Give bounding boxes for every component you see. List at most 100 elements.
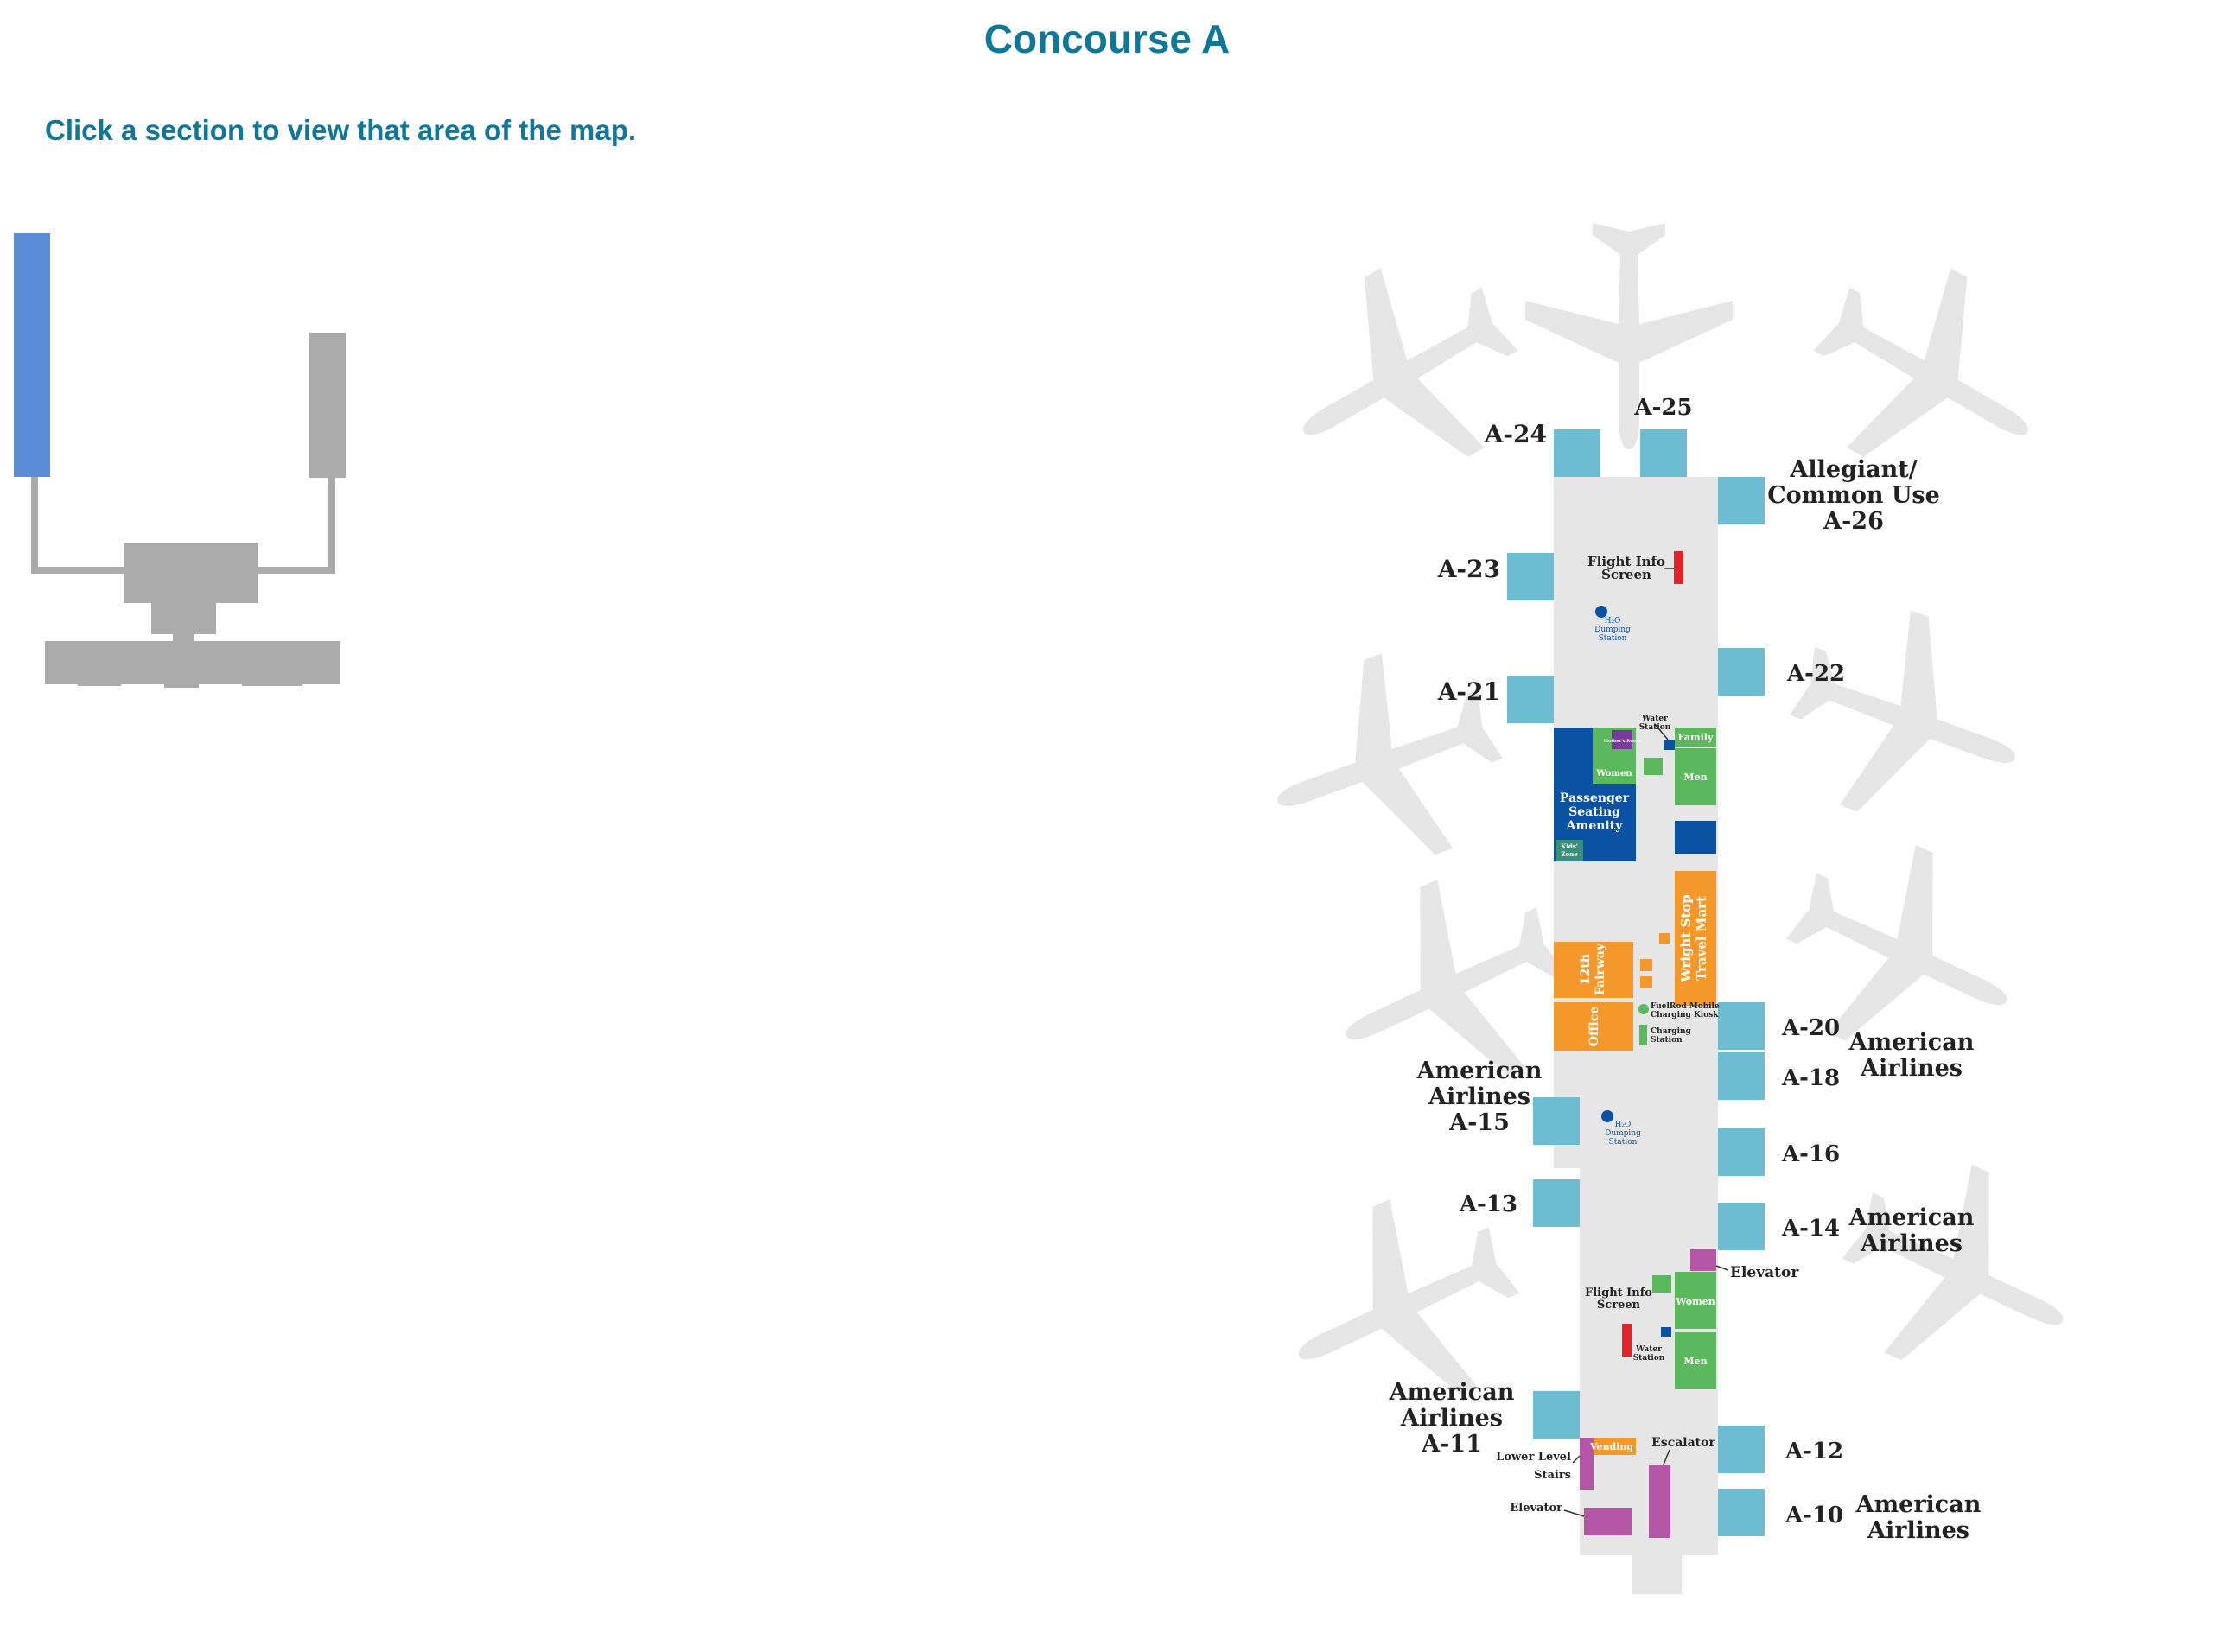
label-elevator-2: Elevator [1510, 1502, 1562, 1515]
amenity-labels-light: Family Men Women Mother's Room Passenger… [1560, 732, 1715, 1452]
charging-station-icon[interactable] [1639, 1025, 1647, 1045]
airline-label-right-1a: American [1848, 1029, 1975, 1056]
airplane-mid-left [1242, 626, 1526, 899]
gate-label-a10: A-10 [1785, 1503, 1843, 1528]
terminal-base-notch-3 [242, 681, 302, 686]
label-family: Family [1678, 732, 1714, 743]
label-water-station-2a: Water [1635, 1345, 1662, 1354]
vending-block[interactable] [1588, 1438, 1636, 1455]
terminal-base-notch-1 [78, 681, 121, 686]
men-restroom-upper[interactable] [1675, 748, 1716, 805]
airline-label-right-3b: Airlines [1867, 1517, 1969, 1544]
restroom-icon-lower [1652, 1275, 1671, 1293]
jetway-a13[interactable] [1533, 1179, 1580, 1227]
retail-icon-3 [1640, 976, 1652, 988]
gate-label-a15-line1: American [1416, 1058, 1543, 1084]
jetway-a23[interactable] [1507, 553, 1554, 600]
jetway-a22[interactable] [1718, 648, 1765, 696]
lower-amenities [1563, 1249, 1729, 1538]
jetway-a10[interactable] [1718, 1489, 1765, 1536]
retail-icon-2 [1640, 959, 1652, 971]
jetway-a20[interactable] [1718, 1002, 1765, 1050]
amenity-labels-blue: H₂O Dumping Station H₂O Dumping Station [1594, 617, 1641, 1147]
label-charging-a: Charging [1651, 1027, 1692, 1036]
label-h2o-1b: Dumping [1594, 626, 1631, 634]
gate-label-a11-line3: A-11 [1421, 1431, 1482, 1458]
minimap-walkways [31, 475, 335, 574]
blue-amenity-block[interactable] [1675, 821, 1716, 854]
airplane-top-center [1525, 223, 1733, 449]
gate-label-a26-line3: A-26 [1823, 508, 1884, 535]
wright-stop-travel-mart[interactable] [1675, 871, 1716, 1006]
elevator-leader-upper [1715, 1265, 1729, 1271]
jetway-a18[interactable] [1718, 1052, 1765, 1100]
label-passenger-seating-b: Seating [1568, 805, 1620, 819]
jetway-a15[interactable] [1533, 1097, 1580, 1145]
jetway-a16[interactable] [1718, 1128, 1765, 1176]
label-women-1: Women [1595, 769, 1632, 778]
terminal-connector [124, 543, 258, 603]
elevator-upper[interactable] [1690, 1249, 1716, 1271]
label-kids-zone-b: Zone [1561, 850, 1578, 858]
elevator-lower[interactable] [1584, 1508, 1632, 1535]
men-restroom-lower[interactable] [1675, 1332, 1716, 1389]
elevator-lower-leader [1563, 1509, 1585, 1517]
escalator-leader [1663, 1449, 1670, 1465]
minimap-section-terminal[interactable] [45, 543, 340, 688]
label-water-station-2b: Station [1633, 1354, 1665, 1363]
jetway-a14[interactable] [1718, 1203, 1765, 1250]
airline-label-right-1b: Airlines [1860, 1055, 1963, 1082]
gate-jetways[interactable] [1507, 429, 1765, 1536]
label-charging-b: Station [1651, 1036, 1683, 1045]
gate-label-a23: A-23 [1437, 555, 1500, 583]
water-station-lower[interactable] [1661, 1327, 1671, 1337]
overview-minimap [14, 233, 346, 688]
label-mothers-room: Mother's Room [1604, 739, 1642, 744]
label-office: Office [1587, 1007, 1601, 1047]
women-restroom-lower[interactable] [1675, 1272, 1716, 1329]
kids-zone-block[interactable] [1556, 840, 1583, 861]
label-lower-level-a: Lower Level [1496, 1451, 1571, 1464]
gate-label-a22: A-22 [1786, 661, 1845, 687]
label-kids-zone-a: Kids' [1561, 842, 1578, 850]
jetway-a24[interactable] [1554, 429, 1600, 477]
label-escalator: Escalator [1651, 1436, 1715, 1450]
office-block[interactable] [1554, 1002, 1633, 1051]
flight-info-screen-lower[interactable] [1622, 1324, 1632, 1357]
concourse-a-map: A-24 A-25 Allegiant/ Common Use A-26 A-2… [1242, 223, 2107, 1594]
fuelrod-kiosk-icon[interactable] [1638, 1004, 1649, 1014]
label-fairway-a: 12th [1579, 954, 1593, 985]
label-h2o-2b: Dumping [1605, 1129, 1641, 1138]
walkway-left [31, 475, 125, 574]
airplane-mid-right [1766, 583, 2051, 856]
minimap-section-concourse-b[interactable] [309, 333, 346, 478]
h2o-dumping-station-lower[interactable] [1601, 1110, 1613, 1122]
label-passenger-seating-a: Passenger [1560, 791, 1630, 805]
h2o-dumping-station-upper[interactable] [1595, 606, 1607, 618]
gate-label-a26-line2: Common Use [1767, 482, 1940, 509]
jetway-a12[interactable] [1718, 1426, 1765, 1473]
label-water-station-1b: Station [1639, 723, 1671, 732]
label-flight-info-2b: Screen [1597, 1299, 1641, 1312]
jetway-a21[interactable] [1507, 676, 1554, 723]
twelfth-fairway[interactable] [1554, 942, 1633, 998]
escalator-block[interactable] [1649, 1465, 1670, 1538]
gate-label-a15-line2: Airlines [1428, 1083, 1530, 1110]
jetway-a26[interactable] [1718, 477, 1765, 524]
gate-label-a20: A-20 [1781, 1015, 1840, 1041]
jetway-a25[interactable] [1640, 429, 1687, 477]
label-flight-info-1a: Flight Info [1587, 554, 1665, 569]
gate-label-a11-line2: Airlines [1400, 1405, 1503, 1432]
lower-level-stairs[interactable] [1580, 1438, 1594, 1490]
gate-label-a24: A-24 [1484, 420, 1547, 448]
flight-info-screen-upper[interactable] [1674, 551, 1683, 584]
family-restroom[interactable] [1675, 728, 1716, 747]
jetway-a11[interactable] [1533, 1391, 1580, 1439]
terminal-stem [173, 596, 194, 644]
water-station-upper[interactable] [1664, 740, 1675, 750]
mothers-room-block[interactable] [1612, 730, 1632, 749]
gate-label-a16: A-16 [1781, 1141, 1840, 1167]
label-vending: Vending [1589, 1441, 1633, 1452]
minimap-section-concourse-a[interactable] [14, 233, 50, 477]
label-h2o-2c: Station [1609, 1138, 1638, 1147]
